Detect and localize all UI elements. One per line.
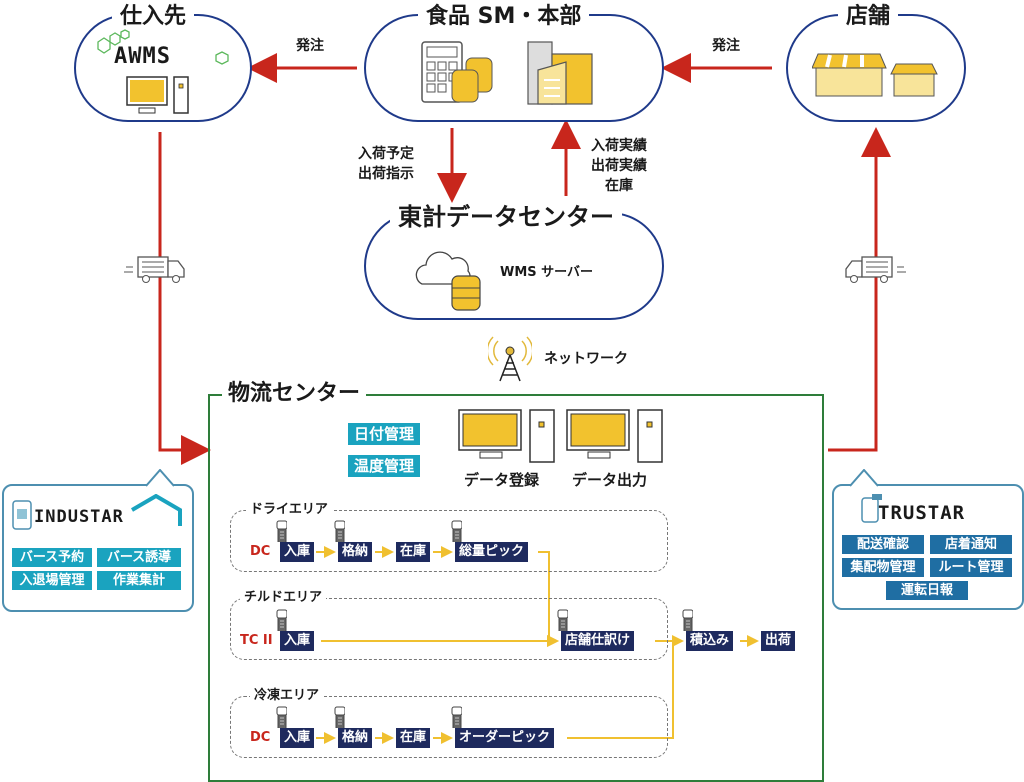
chilled-step-store-sorting: 店舗仕訳け (561, 631, 635, 651)
handheld-scanner-icon (451, 706, 462, 728)
callout-pointer (850, 469, 879, 487)
chilled-step-receiving: 入庫 (280, 631, 315, 651)
frozen-area (230, 696, 668, 758)
chilled-area-title: チルドエリア (240, 590, 327, 606)
cloud-database-icon (415, 251, 481, 311)
trustar-logo: TRUSTAR (878, 502, 966, 524)
industar-feature-entry-exit: 入退場管理 (12, 571, 92, 590)
data-entry-label: データ登録 (464, 471, 540, 489)
frozen-step-storage: 格納 (338, 728, 373, 748)
terminal-data-entry-icon (458, 409, 555, 463)
truck-icon (124, 256, 185, 283)
outbound-step-loading: 積込み (686, 631, 734, 651)
handheld-scanner-icon (334, 520, 345, 542)
frozen-step-receiving: 入庫 (280, 728, 315, 748)
store-title: 店舗 (838, 4, 899, 30)
wms-server-label: WMS サーバー (500, 265, 594, 280)
outbound-step-shipping: 出荷 (761, 631, 796, 651)
handheld-scanner-icon (276, 609, 287, 631)
store-icon (812, 53, 938, 97)
trustar-feature-driving-log: 運転日報 (886, 581, 968, 600)
handheld-scanner-icon (276, 520, 287, 542)
terminal-data-output-icon (566, 409, 663, 463)
dc-to-hq-label-3: 在庫 (605, 178, 633, 194)
handheld-scanner-icon (557, 609, 568, 631)
trustar-feature-route: ルート管理 (930, 558, 1012, 577)
order-label-supplier: 発注 (296, 38, 324, 54)
temperature-management-tag: 温度管理 (348, 455, 421, 477)
dry-step-storage: 格納 (338, 542, 373, 562)
warehouse-icon (130, 494, 182, 526)
chilled-type-label: TC II (240, 633, 273, 648)
data-output-label: データ出力 (572, 471, 648, 489)
dry-area-title: ドライエリア (246, 502, 332, 518)
trustar-feature-collection: 集配物管理 (842, 558, 924, 577)
network-label: ネットワーク (544, 351, 628, 367)
truck-icon (845, 256, 906, 283)
industar-feature-berth-reservation: バース予約 (12, 548, 92, 567)
antenna-icon (488, 336, 532, 382)
dry-step-total-pick: 総量ピック (455, 542, 529, 562)
callout-pointer (146, 469, 175, 487)
handheld-scanner-icon (276, 706, 287, 728)
computer-icon (126, 76, 189, 114)
handheld-scanner-icon (451, 520, 462, 542)
industar-feature-berth-guidance: バース誘導 (97, 548, 181, 567)
trustar-feature-delivery-check: 配送確認 (842, 535, 924, 554)
industar-feature-work-summary: 作業集計 (97, 571, 181, 590)
tablet-truck-icon (861, 494, 882, 523)
hq-to-dc-label-2: 出荷指示 (358, 166, 414, 182)
chilled-area (230, 598, 668, 660)
handheld-scanner-icon (334, 706, 345, 728)
frozen-step-inventory: 在庫 (396, 728, 431, 748)
frozen-area-title: 冷凍エリア (250, 688, 324, 704)
cube-icon (215, 51, 229, 65)
awms-logo: AWMS (114, 44, 171, 69)
hq-node (364, 14, 664, 122)
dry-type-label: DC (250, 544, 271, 559)
logistics-title: 物流センター (222, 380, 367, 408)
calculator-coins-icon (421, 41, 493, 103)
arrow-logistics-to-store (828, 127, 891, 452)
building-icon (527, 41, 593, 105)
tablet-qr-icon (12, 500, 32, 530)
frozen-type-label: DC (250, 730, 271, 745)
dc-to-hq-label-2: 出荷実績 (591, 158, 647, 174)
order-label-store: 発注 (712, 38, 740, 54)
dry-step-inventory: 在庫 (396, 542, 431, 562)
industar-logo: INDUSTAR (34, 507, 124, 527)
frozen-step-order-pick: オーダーピック (455, 728, 555, 748)
datacenter-title: 東計データセンター (390, 204, 622, 230)
handheld-scanner-icon (682, 609, 693, 631)
hq-title: 食品 SM・本部 (418, 4, 590, 30)
hq-to-dc-label-1: 入荷予定 (358, 146, 414, 162)
supplier-title: 仕入先 (112, 4, 195, 30)
dry-step-receiving: 入庫 (280, 542, 315, 562)
date-management-tag: 日付管理 (348, 423, 421, 445)
dc-to-hq-label-1: 入荷実績 (591, 138, 647, 154)
arrow-supplier-to-logistics (158, 132, 211, 465)
dry-area (230, 510, 668, 572)
cubes-icon (97, 29, 130, 54)
trustar-feature-arrival-notice: 店着通知 (930, 535, 1012, 554)
